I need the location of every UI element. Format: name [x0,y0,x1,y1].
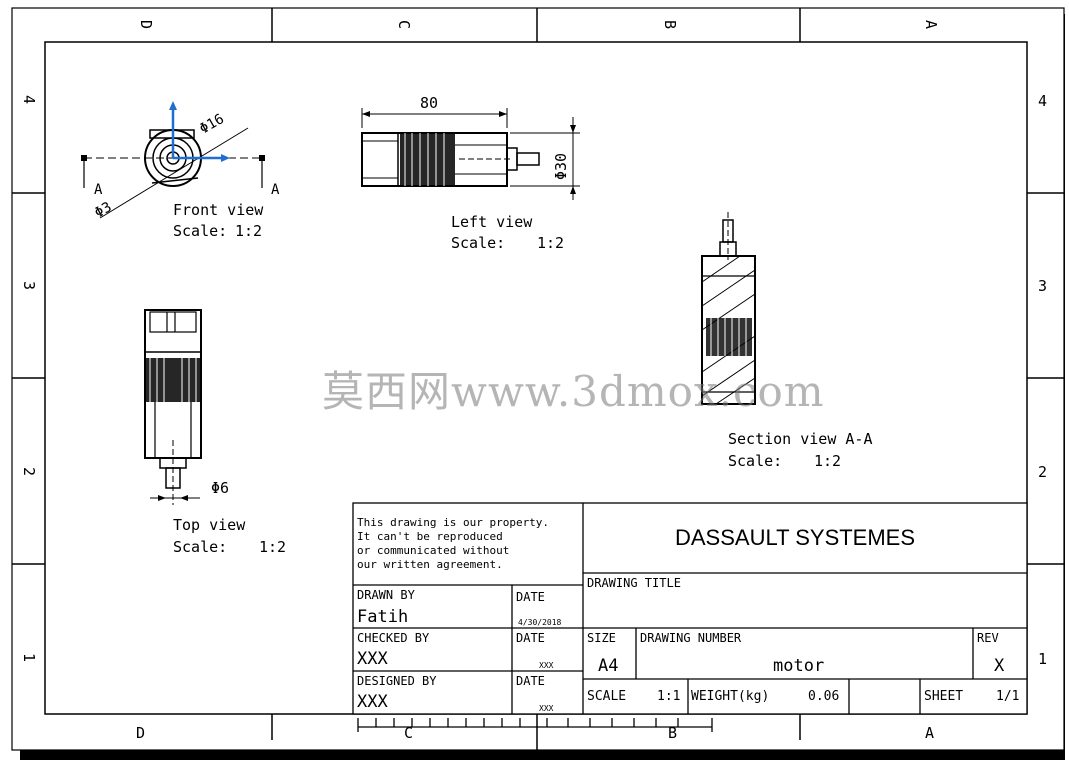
rev-label: REV [977,631,999,645]
section-view-labels: Section view A-A Scale: 1:2 [728,430,873,470]
drawing-number-value: motor [773,656,825,676]
front-view-scale: 1:2 [235,222,262,240]
watermark: 莫西网www.3dmox.com [322,367,825,416]
notice-line: It can't be reproduced [357,530,503,543]
zone-labels: D C B A D C B A 4 3 2 1 4 3 2 1 [20,20,1047,742]
checked-date-value: XXX [539,661,554,670]
section-view-title: Section view A-A [728,430,873,448]
title-block-grid [352,502,1028,715]
section-mark-right: A [271,182,280,198]
zone-right-1: 1 [1038,650,1047,668]
zone-left-2: 2 [20,467,38,476]
left-dim-length: 80 [420,94,438,112]
zone-right-4: 4 [1038,92,1047,110]
designed-by-value: XXX [357,692,388,712]
left-dim-diameter: Φ30 [552,153,570,180]
left-view-scale: 1:2 [537,234,564,252]
zone-right-2: 2 [1038,463,1047,481]
left-view-scale-label: Scale: [451,234,505,252]
drawn-date-label: DATE [516,590,545,604]
designed-date-value: XXX [539,704,554,713]
front-view [81,101,265,219]
checked-by-value: XXX [357,649,388,669]
checked-date-label: DATE [516,631,545,645]
zone-bottom-b: B [668,724,677,742]
weight-value: 0.06 [808,689,840,704]
front-view-leader [99,127,249,219]
title-block-notice: This drawing is our property. It can't b… [357,516,549,572]
top-view-scale: 1:2 [259,538,286,556]
zone-left-1: 1 [20,653,38,662]
section-view [701,212,756,405]
sheet-value: 1/1 [996,689,1020,704]
drawing-number-label: DRAWING NUMBER [640,631,742,645]
front-view-scale-label: Scale: [173,222,227,240]
checked-by-label: CHECKED BY [357,631,430,645]
notice-line: or communicated without [357,544,510,557]
scale-value: 1:1 [657,689,681,704]
weight-label: WEIGHT(kg) [691,689,770,704]
notice-line: our written agreement. [357,558,503,571]
zone-bottom-c: C [404,724,413,742]
scale-ruler [357,718,713,732]
left-view-title: Left view [451,213,533,231]
top-dim-shaft: Φ6 [211,479,229,497]
drawn-by-value: Fatih [357,607,409,627]
top-view [144,309,202,505]
zone-top-c: C [395,20,413,29]
section-view-scale: 1:2 [814,452,841,470]
zone-top-d: D [137,20,155,29]
zone-left-4: 4 [20,95,38,104]
rev-value: X [994,656,1005,676]
drawing-title-label: DRAWING TITLE [587,576,681,590]
front-dim-hole: Φ3 [92,199,115,221]
zone-right-3: 3 [1038,277,1047,295]
top-view-title: Top view [173,516,246,534]
company-name: DASSAULT SYSTEMES [675,525,916,550]
designed-by-label: DESIGNED BY [357,674,437,688]
left-view-labels: 80 Φ30 Left view Scale: 1:2 [420,94,570,252]
drawn-by-label: DRAWN BY [357,588,415,602]
designed-date-label: DATE [516,674,545,688]
section-mark-left: A [94,182,103,198]
notice-line: This drawing is our property. [357,516,550,529]
zone-top-a: A [922,20,940,29]
zone-top-b: B [661,20,679,29]
zone-bottom-d: D [136,724,145,742]
left-view [361,108,580,200]
front-view-title: Front view [173,201,264,219]
drawn-date-value: 4/30/2018 [518,618,562,627]
top-view-scale-label: Scale: [173,538,227,556]
size-value: A4 [598,656,619,676]
section-view-scale-label: Scale: [728,452,782,470]
zone-left-3: 3 [20,281,38,290]
scale-label: SCALE [587,689,627,704]
zone-dividers [12,8,1064,750]
zone-bottom-a: A [925,724,934,742]
size-label: SIZE [587,631,616,645]
top-view-labels: Φ6 Top view Scale: 1:2 [173,479,286,556]
sheet-label: SHEET [924,689,964,704]
